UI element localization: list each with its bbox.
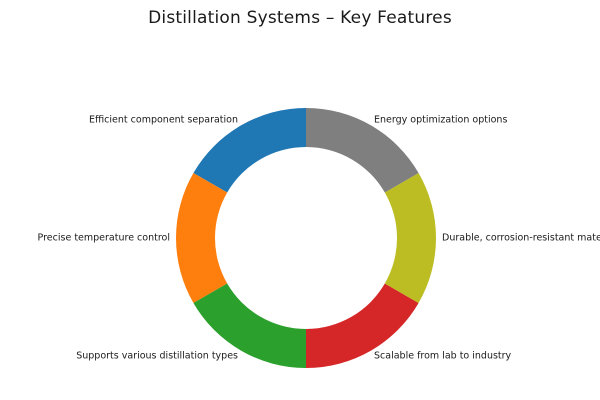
donut-slice-2 [176, 173, 228, 303]
slice-label-6: Energy optimization options [374, 115, 507, 126]
slice-label-4: Scalable from lab to industry [374, 350, 512, 361]
slice-label-3: Supports various distillation types [76, 350, 238, 361]
slices-layer [176, 108, 436, 368]
slice-label-1: Efficient component separation [89, 115, 238, 126]
slice-label-5: Durable, corrosion-resistant materials [442, 233, 600, 244]
donut-slice-6 [306, 108, 419, 193]
donut-slice-5 [384, 173, 436, 303]
donut-slice-1 [193, 108, 306, 193]
donut-slice-3 [193, 283, 306, 368]
chart-title: Distillation Systems – Key Features [148, 8, 452, 28]
slice-label-2: Precise temperature control [38, 233, 170, 244]
donut-slice-4 [306, 283, 419, 368]
